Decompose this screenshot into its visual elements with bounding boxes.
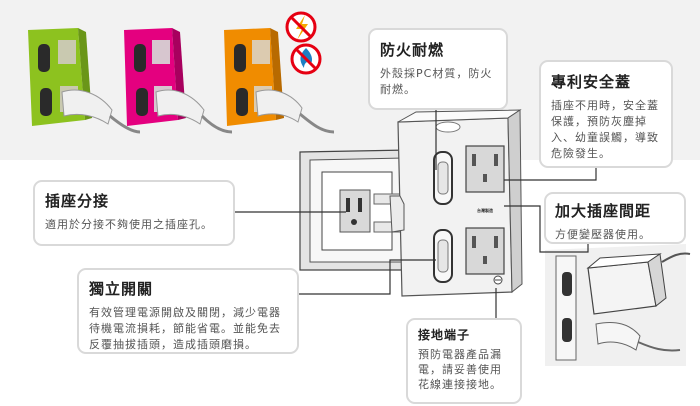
- callout-ground-body: 預防電器產品漏電，請妥善使用花線連接接地。: [418, 348, 502, 391]
- pink-power-strip: [124, 28, 233, 134]
- callout-wide-spacing: 加大插座間距 方便變壓器使用。: [544, 192, 686, 244]
- callout-spacing-body: 方便變壓器使用。: [555, 228, 651, 241]
- product-label: 台灣製造: [477, 208, 493, 213]
- callout-fire-title: 防火耐燃: [380, 41, 445, 59]
- callout-split-title: 插座分接: [45, 192, 110, 210]
- callout-fire-body: 外殼採PC材質，防火耐燃。: [380, 67, 493, 96]
- callout-safety-lid: 專利安全蓋 插座不用時，安全蓋保護，預防灰塵掉入、幼童誤觸，導致危險發生。: [539, 60, 673, 168]
- callout-switch-body: 有效管理電源開啟及關閉，減少電器待機電流損耗，節能省電。並能免去反覆抽拔插頭，造…: [89, 306, 281, 351]
- callout-ground-title: 接地端子: [418, 328, 471, 342]
- wall-socket: [299, 149, 415, 271]
- callout-ground-terminal: 接地端子 預防電器產品漏電，請妥善使用花線連接接地。: [406, 318, 522, 404]
- callout-lid-title: 專利安全蓋: [551, 73, 632, 91]
- callout-socket-split: 插座分接 適用於分接不夠使用之插座孔。: [33, 180, 235, 246]
- callout-independent-switch: 獨立開關 有效管理電源開啟及關閉，減少電器待機電流損耗，節能省電。並能免去反覆抽…: [77, 268, 299, 354]
- orange-power-strip: [224, 28, 335, 134]
- fire-icon: [290, 43, 322, 75]
- callout-spacing-title: 加大插座間距: [555, 202, 652, 220]
- main-power-strip: [389, 109, 523, 297]
- callout-lid-body: 插座不用時，安全蓋保護，預防灰塵掉入、幼童誤觸，導致危險發生。: [551, 99, 659, 160]
- adapter-inset: [545, 244, 691, 366]
- leader-lines: [235, 110, 597, 318]
- callout-fire-resistant: 防火耐燃 外殼採PC材質，防火耐燃。: [368, 28, 508, 110]
- lightning-icon: [285, 11, 317, 43]
- callout-split-body: 適用於分接不夠使用之插座孔。: [45, 218, 213, 231]
- callout-switch-title: 獨立開關: [89, 280, 154, 298]
- green-power-strip: [28, 28, 141, 134]
